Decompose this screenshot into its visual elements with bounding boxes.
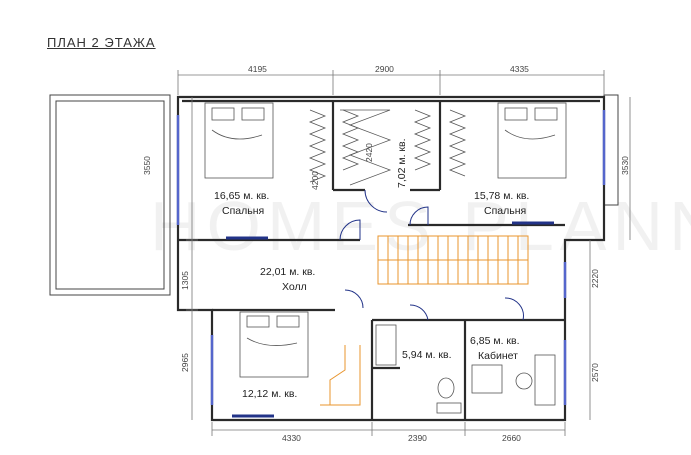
room-label-hall: 22,01 м. кв. Холл bbox=[260, 266, 315, 293]
wardrobe-closet-left bbox=[341, 109, 360, 171]
svg-text:Спальня: Спальня bbox=[484, 205, 526, 217]
dim-inner-2: 2420 bbox=[364, 143, 374, 162]
dim-bottom-1: 4330 bbox=[282, 433, 301, 443]
plan-title: ПЛАН 2 ЭТАЖА bbox=[47, 35, 156, 50]
toilet bbox=[437, 377, 455, 399]
dim-left-2: 1305 bbox=[180, 271, 190, 290]
dim-left-3: 2965 bbox=[180, 353, 190, 372]
door-bedroom3 bbox=[344, 289, 364, 309]
bed-bedroom2 bbox=[497, 102, 567, 179]
svg-text:Спальня: Спальня bbox=[222, 205, 264, 217]
dim-right-3: 2570 bbox=[590, 363, 600, 382]
sink bbox=[436, 402, 462, 414]
staircase bbox=[320, 235, 529, 406]
dimensions-top: 4195 2900 4335 bbox=[177, 64, 605, 95]
office-chair bbox=[515, 372, 533, 390]
svg-text:7,02 м. кв.: 7,02 м. кв. bbox=[396, 138, 408, 188]
room-label-office: 6,85 м. кв. Кабинет bbox=[470, 335, 520, 362]
terrace-inner bbox=[55, 100, 165, 290]
dim-top-3: 4335 bbox=[510, 64, 529, 74]
door-closet bbox=[364, 189, 388, 213]
room-label-bedroom-1: 16,65 м. кв. Спальня bbox=[214, 190, 269, 217]
dimensions-bottom: 4330 2390 2660 bbox=[211, 422, 566, 443]
dim-inner-1: 4200 bbox=[310, 171, 320, 190]
door-bath bbox=[409, 304, 429, 321]
bed-bedroom3 bbox=[239, 311, 309, 378]
svg-text:6,85 м. кв.: 6,85 м. кв. bbox=[470, 335, 520, 347]
dim-bottom-3: 2660 bbox=[502, 433, 521, 443]
svg-text:Холл: Холл bbox=[282, 281, 307, 293]
armchair bbox=[471, 364, 503, 394]
dim-bottom-2: 2390 bbox=[408, 433, 427, 443]
dim-top-2: 2900 bbox=[375, 64, 394, 74]
svg-text:22,01 м. кв.: 22,01 м. кв. bbox=[260, 266, 315, 278]
svg-text:5,94 м. кв.: 5,94 м. кв. bbox=[402, 349, 452, 361]
bed-bedroom1 bbox=[204, 102, 274, 179]
wardrobe-bedroom1 bbox=[308, 109, 327, 183]
dim-right-2: 2220 bbox=[590, 269, 600, 288]
wardrobe-bedroom2 bbox=[448, 109, 467, 177]
door-bedroom1 bbox=[339, 219, 361, 241]
dim-right-1: 3530 bbox=[620, 156, 630, 175]
wardrobe-closet-right bbox=[413, 109, 432, 171]
closet-shelving bbox=[340, 109, 392, 186]
dimensions-left: 3550 1305 2965 bbox=[142, 97, 198, 420]
room-label-bedroom-3: 12,12 м. кв. bbox=[242, 388, 297, 400]
svg-text:15,78 м. кв.: 15,78 м. кв. bbox=[474, 190, 529, 202]
dim-left-1: 3550 bbox=[142, 156, 152, 175]
room-label-bedroom-2: 15,78 м. кв. Спальня bbox=[474, 190, 529, 217]
office-desk bbox=[534, 354, 556, 406]
svg-text:12,12 м. кв.: 12,12 м. кв. bbox=[242, 388, 297, 400]
dim-top-1: 4195 bbox=[248, 64, 267, 74]
svg-text:Кабинет: Кабинет bbox=[478, 350, 518, 362]
room-label-bathroom: 5,94 м. кв. bbox=[402, 349, 452, 361]
room-label-closet: 7,02 м. кв. bbox=[396, 138, 408, 188]
door-bedroom2 bbox=[409, 206, 429, 226]
door-office bbox=[504, 297, 524, 321]
svg-text:16,65 м. кв.: 16,65 м. кв. bbox=[214, 190, 269, 202]
bathtub bbox=[375, 324, 397, 366]
dimensions-right: 3530 2220 2570 bbox=[589, 97, 631, 420]
terrace-outline bbox=[49, 94, 171, 296]
